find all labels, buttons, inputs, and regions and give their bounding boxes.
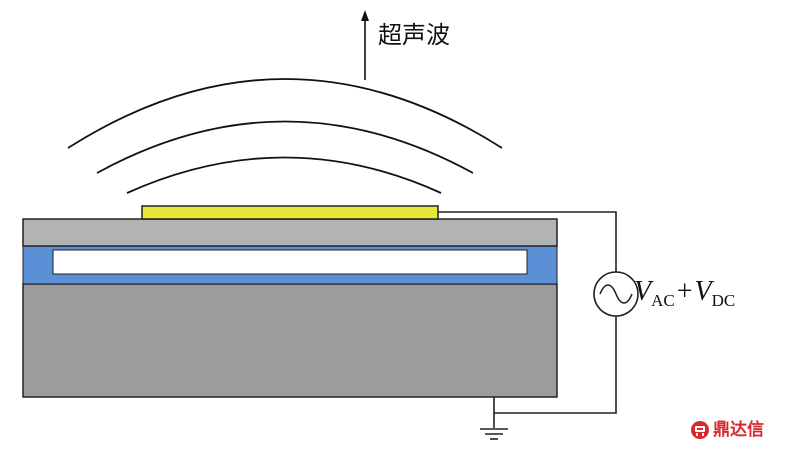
voltage-plus: + — [676, 276, 693, 307]
ultrasound-arrow — [361, 10, 369, 80]
voltage-sub-ac: AC — [651, 291, 675, 310]
ultrasound-waves — [67, 78, 503, 194]
ground-icon — [480, 428, 508, 440]
wire-top — [438, 211, 617, 272]
circuit-wires — [438, 211, 617, 428]
voltage-sub-dc: DC — [711, 291, 736, 310]
ultrasound-label: 超声波 — [378, 21, 450, 49]
top-electrode — [141, 205, 439, 220]
wave-outer — [67, 78, 503, 149]
cavity — [52, 249, 528, 275]
wire-bottom — [493, 316, 617, 414]
substrate-layer — [22, 283, 558, 398]
ac-source-icon — [593, 271, 639, 317]
brand-logo-text: 鼎达信 — [713, 420, 764, 440]
wave-middle — [96, 120, 474, 174]
wave-inner — [126, 156, 442, 194]
brand-logo: 鼎达信 — [690, 419, 764, 441]
voltage-v-ac: V — [634, 276, 652, 307]
membrane-layer — [22, 218, 558, 247]
voltage-label: VAC+VDC — [634, 275, 735, 312]
voltage-v-dc: V — [694, 276, 712, 307]
brand-logo-icon — [691, 421, 709, 439]
cmut-device — [22, 205, 558, 398]
